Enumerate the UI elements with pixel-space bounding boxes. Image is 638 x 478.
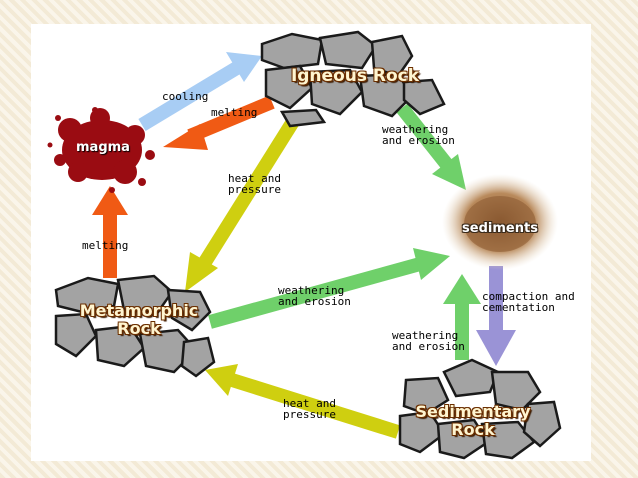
metamorphic-rock-title: Metamorphic Rock (60, 302, 218, 338)
compaction-arrow (476, 266, 516, 366)
cooling-arrow (138, 52, 262, 131)
magma-title: magma (62, 139, 144, 157)
heat-pressure-label-bottom: heat and pressure (283, 397, 336, 421)
sedimentary-label-line2: Rock (451, 420, 495, 439)
weathering-arrow-middle (208, 248, 450, 329)
heat-pressure-arrow-bottom (205, 364, 401, 439)
melting-label-left: melting (82, 239, 129, 252)
igneous-rock-label: Igneous Rock (290, 66, 420, 86)
igneous-rock-pile (260, 30, 446, 128)
sediments-title: sediments (448, 220, 552, 238)
melting-arrow-left (92, 186, 128, 278)
metamorphic-label-line1: Metamorphic (79, 301, 199, 320)
weathering-label-middle: weathering and erosion (278, 284, 351, 308)
sediments-label: sediments (462, 221, 538, 236)
melting-label-top: melting (211, 106, 258, 119)
cooling-label: cooling (162, 90, 209, 103)
magma-splat (47, 107, 155, 193)
sedimentary-rock-title: Sedimentary Rock (398, 403, 548, 439)
sedimentary-label-line1: Sedimentary (415, 402, 531, 421)
weathering-arrow-bottom (443, 274, 481, 360)
sedimentary-rock-pile (398, 358, 562, 460)
compaction-label: compaction and cementation (482, 290, 575, 314)
igneous-rock-title: Igneous Rock (280, 67, 430, 85)
weathering-arrow-top (396, 103, 466, 190)
sediments-cloud (442, 174, 558, 270)
heat-pressure-arrow-top (185, 116, 300, 292)
weathering-label-bottom: weathering and erosion (392, 329, 465, 353)
melting-arrow-top (163, 95, 275, 150)
metamorphic-label-line2: Rock (117, 319, 161, 338)
metamorphic-rock-pile (54, 274, 216, 378)
weathering-label-top: weathering and erosion (382, 123, 455, 147)
heat-pressure-label-top: heat and pressure (228, 172, 281, 196)
magma-label: magma (76, 140, 130, 155)
